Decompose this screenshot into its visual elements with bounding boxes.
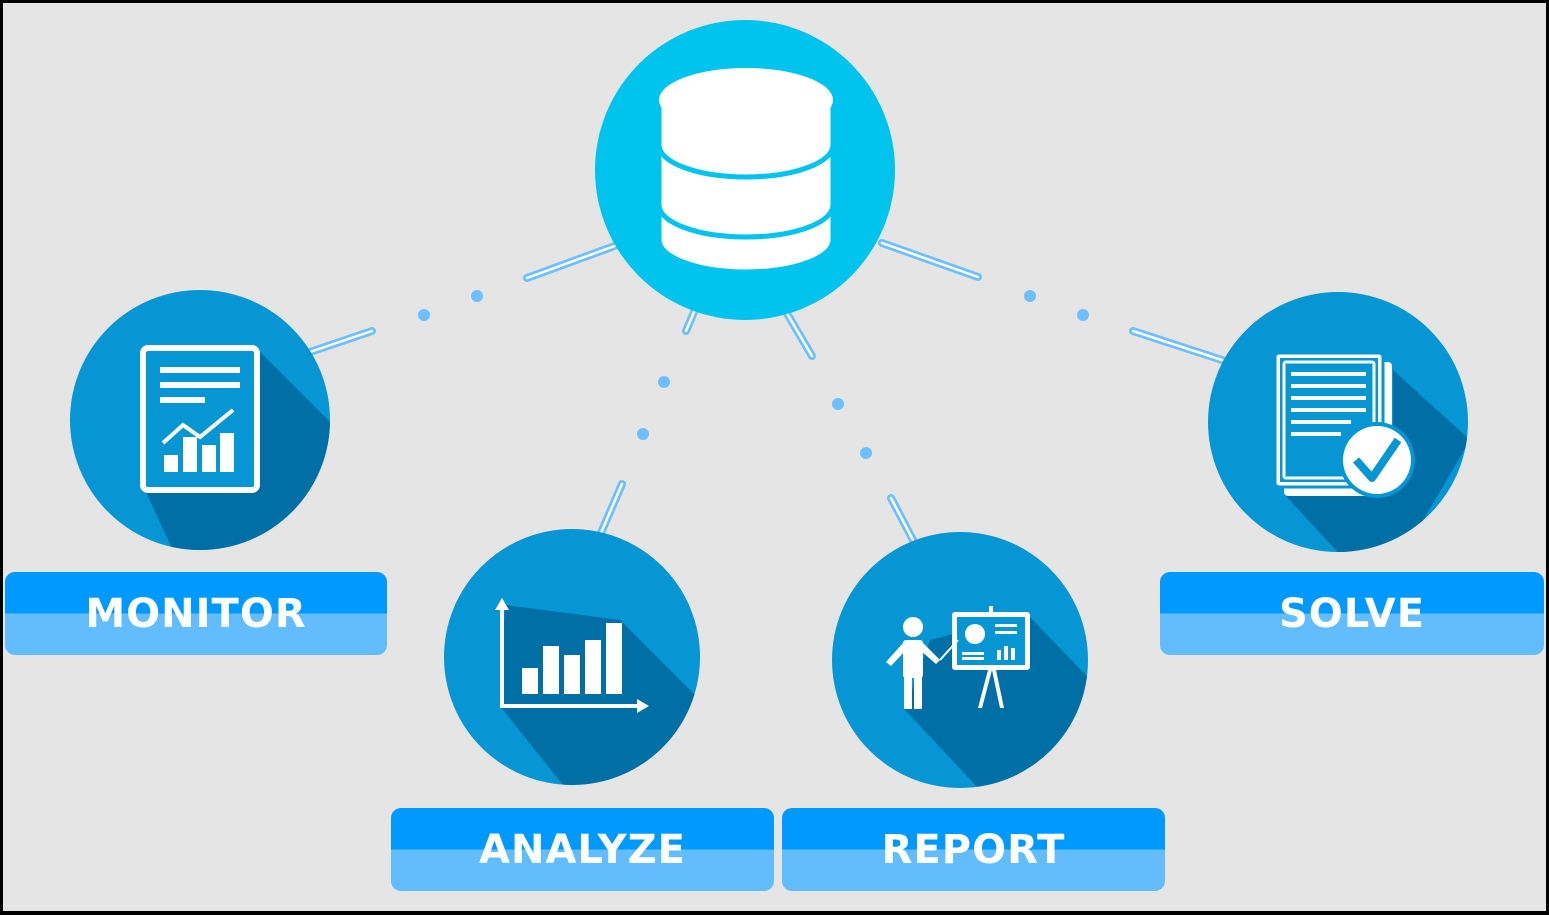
connectors — [306, 239, 1226, 544]
monitor-node — [70, 290, 330, 550]
database-node — [595, 20, 895, 320]
document-check-icon — [1273, 351, 1415, 498]
diagram-canvas: MONITOR ANALYZE REPORT SOLVE — [3, 3, 1546, 911]
step-label-monitor: MONITOR — [5, 572, 387, 655]
report-chart-document-icon — [140, 345, 260, 493]
database-icon — [656, 68, 836, 275]
solve-node — [1208, 292, 1468, 552]
step-label-solve: SOLVE — [1160, 572, 1544, 655]
step-label-report: REPORT — [782, 808, 1165, 891]
analyze-node — [444, 529, 700, 785]
bar-chart-icon — [495, 598, 649, 713]
diagram-graphic — [70, 20, 1468, 788]
presentation-icon — [886, 606, 1030, 709]
report-node — [832, 532, 1088, 788]
step-label-analyze: ANALYZE — [391, 808, 774, 891]
